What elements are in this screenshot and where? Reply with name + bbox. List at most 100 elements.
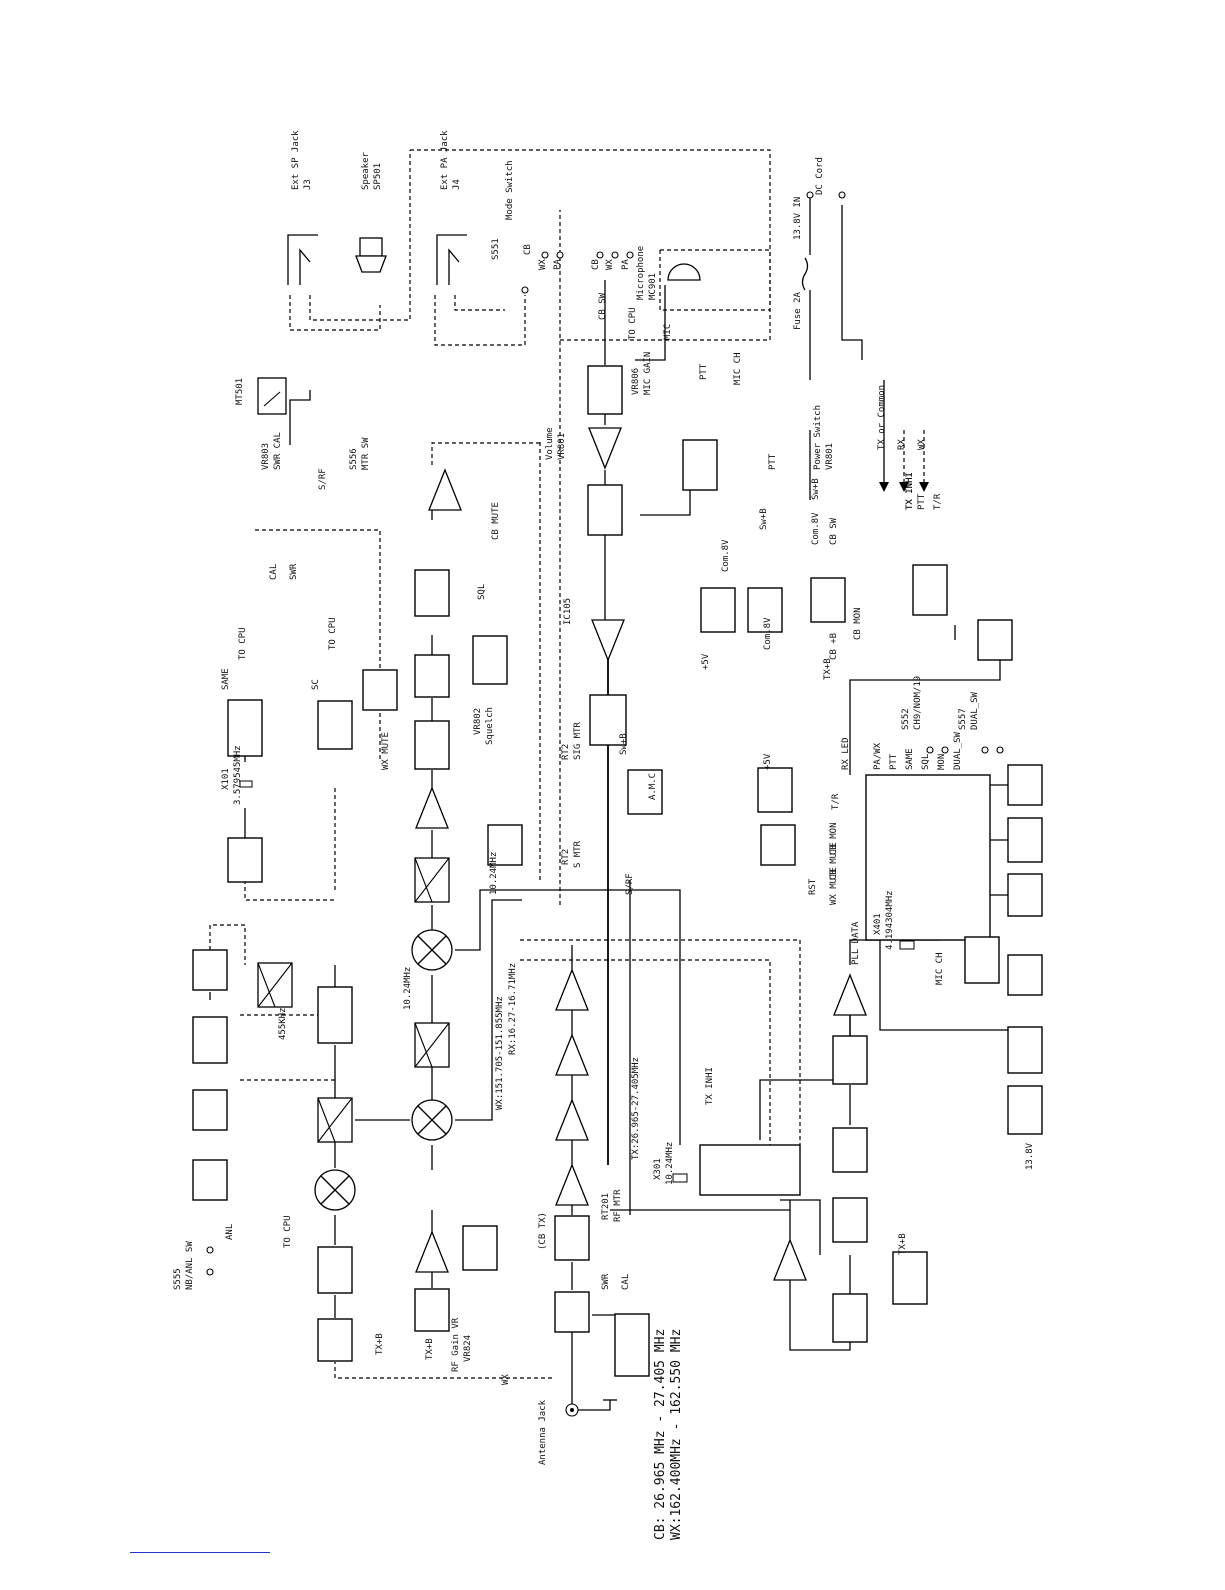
crystal-x101-icon xyxy=(239,780,253,788)
label-wx-m2: WX xyxy=(605,259,615,270)
label-s-mtr: S MTR xyxy=(573,840,583,868)
block-nbdet xyxy=(192,1089,228,1131)
block-mod-trans xyxy=(589,694,627,746)
label-rst: RST xyxy=(808,878,818,895)
label-wx-range: WX:151.705-151.855MHz xyxy=(495,996,505,1110)
meter-icon xyxy=(257,377,287,415)
label-same-2: SAME xyxy=(905,748,915,770)
block-mic-mute xyxy=(587,484,623,536)
label-cal-2: CAL xyxy=(269,564,279,580)
fuse-icon xyxy=(801,257,809,291)
label-anl: ANL xyxy=(225,1224,235,1240)
label-txinhi-3: TX INHI xyxy=(905,472,915,510)
block-squelch-sw xyxy=(472,635,508,685)
block-swrdet xyxy=(614,1313,650,1377)
label-rt201: RT201 xyxy=(601,1193,611,1220)
label-legend-tx: TX or Common xyxy=(877,385,887,450)
label-sql: SQL xyxy=(477,584,487,600)
block-rotary-sw xyxy=(1007,817,1043,863)
label-f455: 455KHz xyxy=(278,1007,288,1040)
label-same: SAME xyxy=(221,668,231,690)
label-swr-cal: SWR CAL xyxy=(273,432,283,470)
block-wx-vco xyxy=(832,1035,868,1085)
label-ptt-4: PTT xyxy=(768,453,778,470)
block-ch-led xyxy=(1007,954,1043,996)
amp-q301 xyxy=(773,1238,807,1281)
block-wx-mute xyxy=(362,669,398,711)
amp-q201 xyxy=(555,1098,589,1141)
block-mute-sw xyxy=(682,439,718,491)
block-regu-ic403 xyxy=(700,587,736,633)
speaker-icon xyxy=(355,237,387,273)
block-lpf-cbtx xyxy=(554,1215,590,1261)
label-wx-mute-2: WX MUTE xyxy=(829,867,839,905)
amp-q4q5 xyxy=(415,786,449,829)
label-mc901: MC901 xyxy=(648,273,658,300)
block-nbamp xyxy=(192,1159,228,1201)
label-s552: S552 xyxy=(901,708,911,730)
label-rfgain-vr-2: VR824 xyxy=(463,1335,473,1362)
label-f1024: 10.24MHz xyxy=(489,852,499,895)
label-srf: S/RF xyxy=(625,873,635,895)
label-txb-3: TX+B xyxy=(823,658,833,680)
filter-ft1 xyxy=(414,1022,450,1068)
filters-layer xyxy=(257,857,450,1143)
ext-sp-jack-icon xyxy=(287,234,318,285)
label-rf-mtr: RF MTR xyxy=(613,1189,623,1222)
frequency-notes: CB: 26.965 MHz - 27.405 MHz WX:162.400MH… xyxy=(653,1329,684,1540)
label-power-sw: Power Switch xyxy=(813,405,823,470)
label-vr806: VR806 xyxy=(631,368,641,395)
label-sp501: SP501 xyxy=(373,163,383,190)
label-cb-mon: CB MON xyxy=(829,822,839,855)
mixer-q2 xyxy=(411,1099,453,1141)
label-wx-m: WX xyxy=(538,259,548,270)
amp-q304 xyxy=(833,973,867,1016)
label-wx: WX xyxy=(501,1374,511,1385)
amp-q203 xyxy=(555,968,589,1011)
label-cbmon: CB MON xyxy=(853,607,863,640)
label-pawx: PA/WX xyxy=(873,742,883,770)
label-swr: SWR xyxy=(601,1273,611,1290)
block-eeprom xyxy=(1007,873,1043,917)
label-x101: X101 xyxy=(221,768,231,790)
symbols xyxy=(206,191,1004,1417)
block-rfamp-mixdet xyxy=(317,986,353,1044)
label-s551: S551 xyxy=(491,238,501,260)
label-swb: Sw+B xyxy=(619,733,629,755)
filter-ft103 xyxy=(257,962,293,1008)
block-txsw-q303 xyxy=(892,1251,928,1305)
block-cpu xyxy=(865,774,991,941)
label-swb-2: Sw+B xyxy=(759,508,769,530)
amp-q202 xyxy=(555,1033,589,1076)
label-rx-led: RX_LED xyxy=(841,737,851,770)
amp-q1 xyxy=(415,1230,449,1273)
label-f1024-2: 10.24MHz xyxy=(403,967,413,1010)
block-wx-led xyxy=(1007,764,1043,806)
block-nbsw xyxy=(192,949,228,991)
label-x401-f: 4.194304MHz xyxy=(885,890,895,950)
label-microphone: Microphone xyxy=(636,246,646,300)
label-v5-2: +5V xyxy=(763,753,773,770)
block-cb-vco xyxy=(832,1293,868,1343)
label-com8v: Com.8V xyxy=(721,539,731,572)
label-x401: X401 xyxy=(873,913,883,935)
block-lpf-cb xyxy=(832,1197,868,1243)
filter-ft101 xyxy=(317,1097,353,1143)
label-ptt-3: PTT xyxy=(699,363,709,380)
mixers-layer xyxy=(314,929,453,1211)
label-tx-range: TX:26.965-27.405MHz xyxy=(631,1057,641,1160)
block-bpf-q102 xyxy=(227,837,263,883)
block-cb-mute xyxy=(414,569,450,617)
label-vr801: VR801 xyxy=(557,433,567,460)
label-tx-inhi-2: TX INHI xyxy=(905,472,915,510)
label-mode-sw: Mode Switch xyxy=(505,160,515,220)
block-txsw-d202 xyxy=(414,1288,450,1332)
amp-ic501 xyxy=(591,619,625,662)
block-led-sw-q404 xyxy=(1007,1026,1043,1074)
block-reg-q407 xyxy=(1007,1085,1043,1135)
label-s557-2: DUAL_SW xyxy=(970,691,980,730)
footer-underline xyxy=(130,1552,270,1553)
